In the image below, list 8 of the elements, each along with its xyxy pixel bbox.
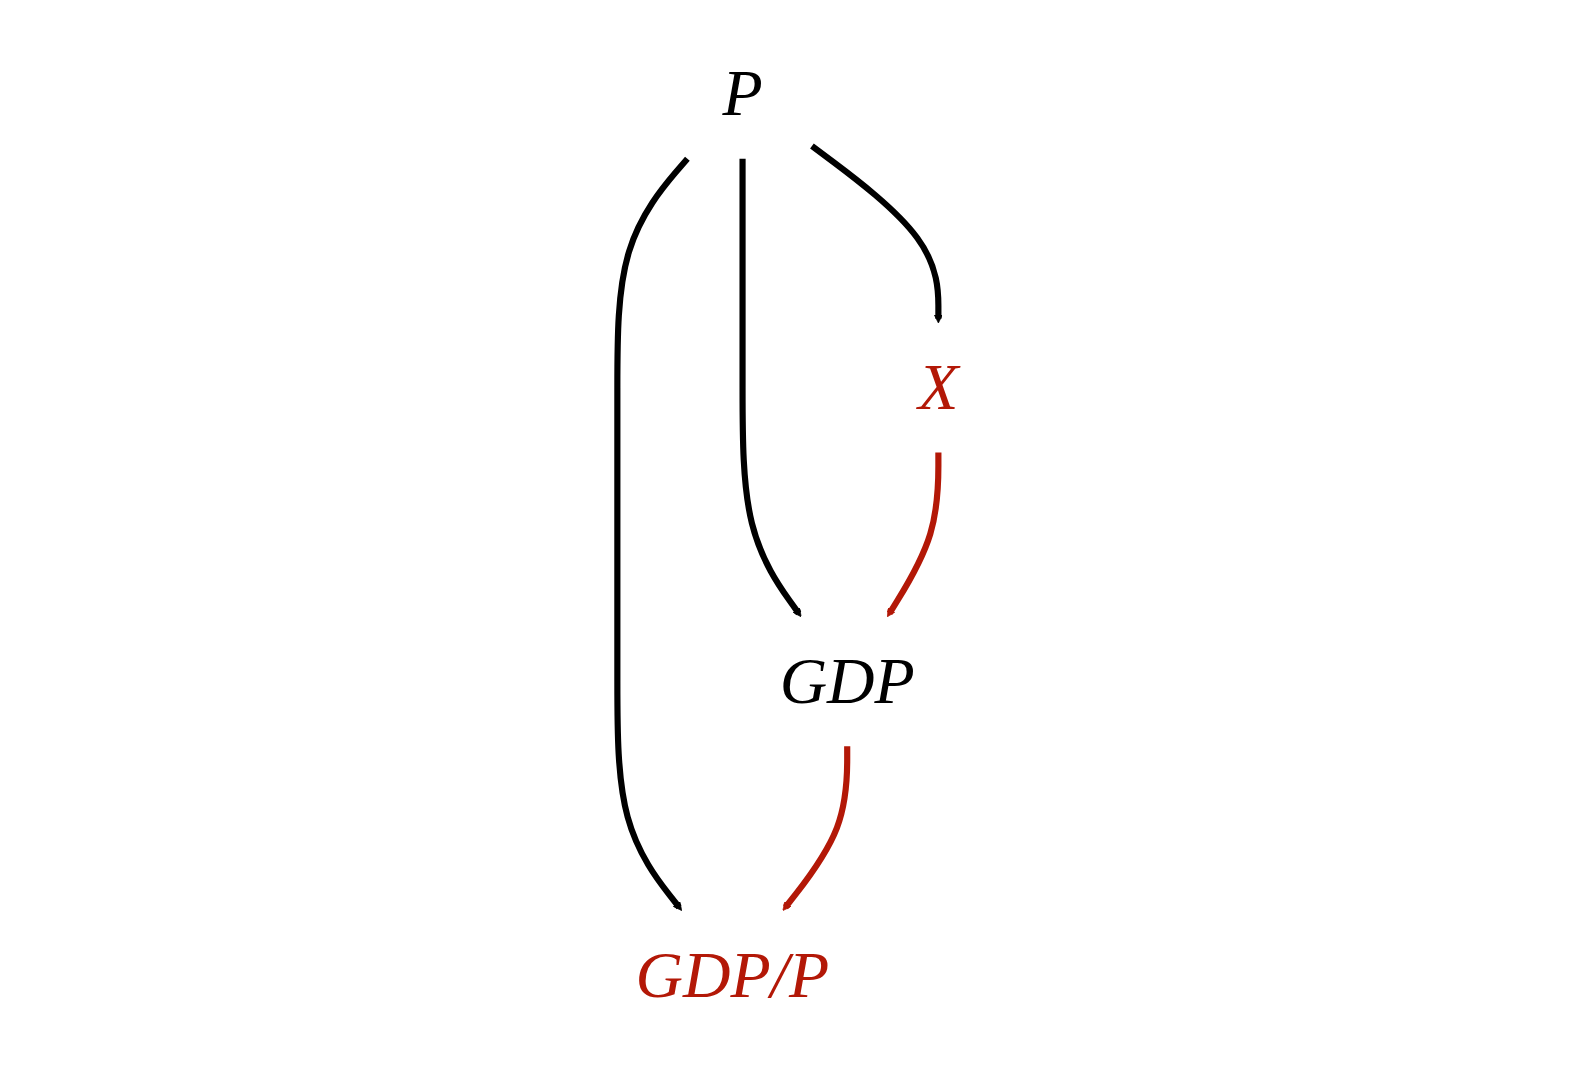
node-text: GDP: [779, 644, 915, 718]
arrow: [613, 157, 690, 912]
arrow: [886, 452, 941, 618]
node-text: GDP/P: [635, 938, 829, 1012]
node-text: P: [721, 57, 763, 131]
arrow: [738, 159, 801, 618]
arrow: [782, 746, 850, 912]
arrow: [809, 143, 943, 324]
